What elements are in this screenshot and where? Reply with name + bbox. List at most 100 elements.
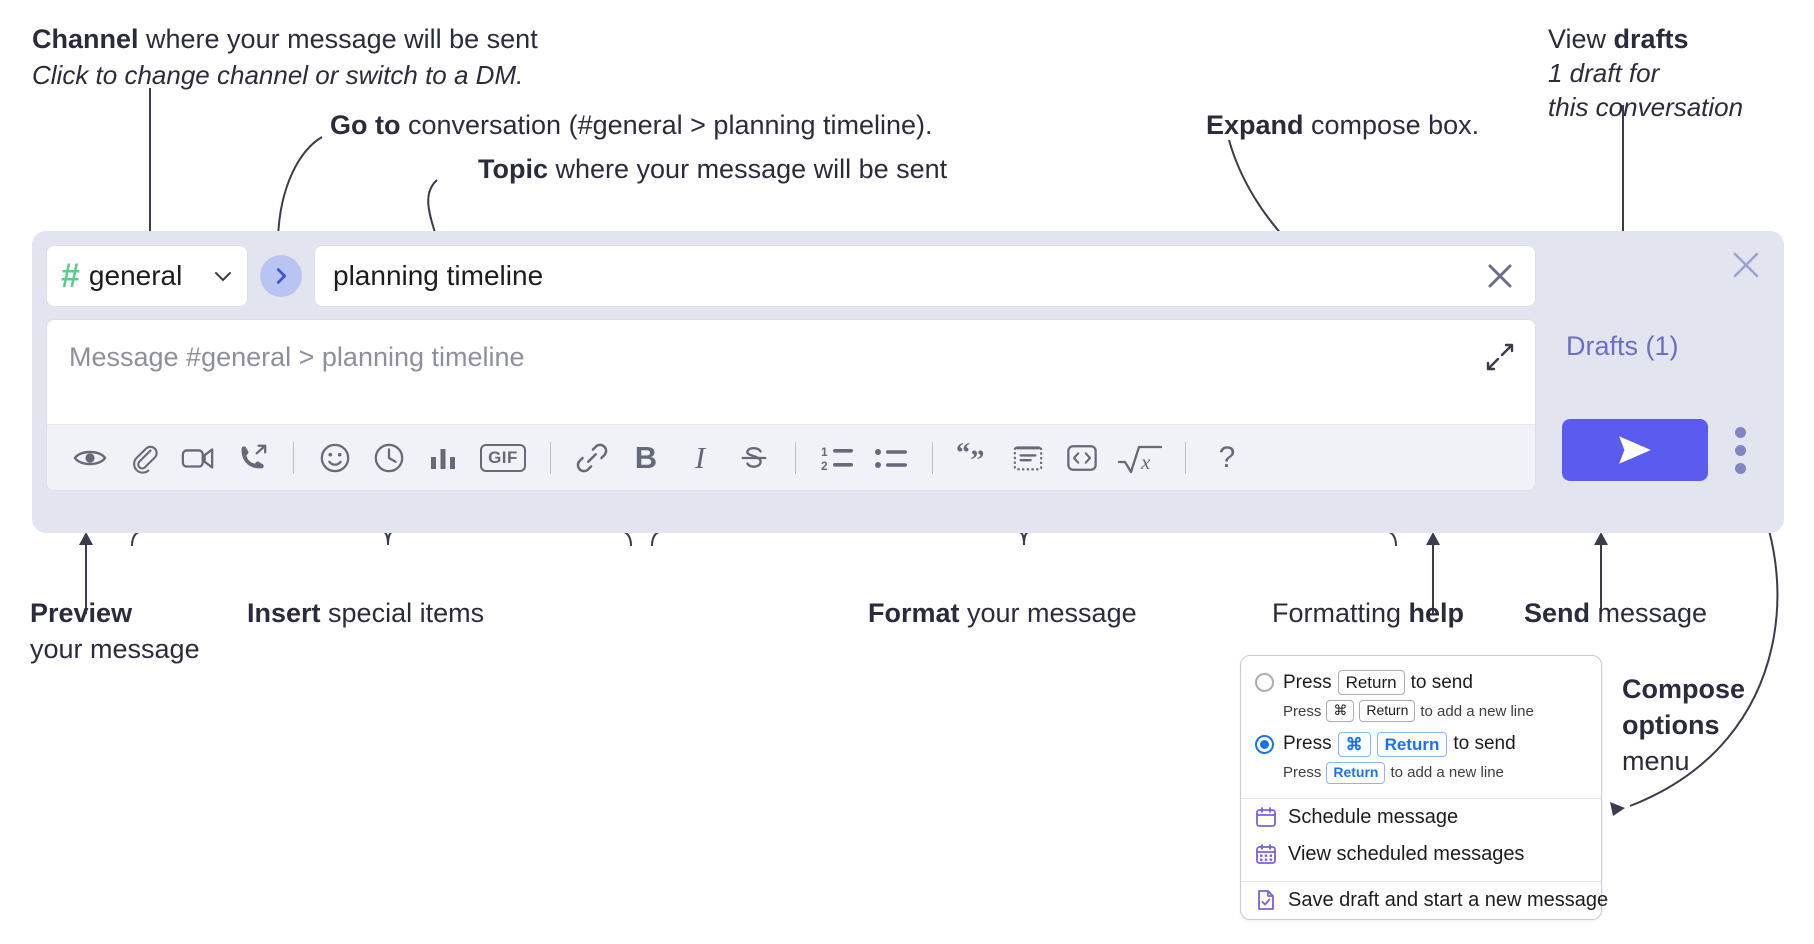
latex-icon[interactable]: x (1109, 431, 1171, 485)
option-sublabel: Press Return to add a new line (1283, 762, 1504, 784)
calendar-grid-icon (1255, 843, 1277, 865)
annotation-insert: Insert special items (247, 598, 485, 628)
ordered-list-icon[interactable]: 1 2 (810, 431, 864, 485)
link-icon[interactable] (565, 431, 619, 485)
annotation-help: Formatting help (1272, 598, 1465, 628)
menu-item-schedule-message[interactable]: Schedule message (1241, 799, 1601, 836)
expand-icon[interactable] (1485, 342, 1515, 372)
send-button[interactable] (1562, 419, 1708, 481)
key-command: ⌘ (1326, 700, 1355, 722)
toolbar-divider (932, 441, 933, 474)
topic-input[interactable]: planning timeline (314, 245, 1536, 307)
calendar-icon (1255, 806, 1277, 828)
svg-text:”: ” (970, 445, 984, 473)
menu-divider (1241, 880, 1601, 882)
bold-label: B (634, 439, 658, 475)
italic-icon[interactable]: I (673, 431, 727, 485)
bullet-list-icon[interactable] (864, 431, 918, 485)
compose-options-dropdown: Press Return to send Press ⌘ Return to a… (1240, 655, 1608, 920)
clear-topic-icon[interactable] (1483, 259, 1517, 293)
toolbar-divider (550, 441, 551, 474)
message-input[interactable]: Message #general > planning timeline (47, 320, 1535, 424)
code-block-icon[interactable] (1001, 431, 1055, 485)
preview-icon[interactable] (63, 431, 117, 485)
annotation-compose-options-3: menu (1622, 746, 1690, 776)
compose-header-row: # general planning timeline (46, 245, 1536, 307)
annotation-channel-sub: Click to change channel or switch to a D… (32, 60, 524, 90)
compose-panel: # general planning timeline (32, 231, 1784, 533)
svg-text:2: 2 (821, 459, 828, 473)
poll-icon[interactable] (416, 431, 470, 485)
annotation-drafts: View drafts (1548, 24, 1689, 54)
menu-item-save-draft[interactable]: Save draft and start a new message (1241, 882, 1608, 919)
hash-icon: # (61, 257, 80, 295)
key-return: Return (1326, 762, 1386, 784)
chevron-down-icon (213, 266, 233, 286)
radio-cmd-return-to-send[interactable] (1255, 734, 1274, 754)
video-icon[interactable] (171, 431, 225, 485)
option-label: Press Return to send (1283, 670, 1473, 696)
kebab-dot (1734, 444, 1746, 456)
attachment-icon[interactable] (117, 431, 171, 485)
blockquote-icon[interactable]: “ ” (947, 431, 1001, 485)
chevron-right-icon (276, 268, 287, 284)
toolbar-divider (293, 441, 294, 474)
inline-code-icon[interactable] (1055, 431, 1109, 485)
svg-text:1: 1 (821, 445, 828, 459)
key-return: Return (1376, 731, 1448, 757)
key-return: Return (1359, 700, 1416, 722)
channel-selector[interactable]: # general (46, 245, 248, 307)
send-icon (1619, 436, 1651, 464)
formatting-toolbar: GIF B I (47, 424, 1535, 490)
save-draft-icon (1255, 889, 1277, 911)
close-icon[interactable] (1730, 249, 1762, 281)
bold-icon[interactable]: B (619, 431, 673, 485)
gif-label: GIF (480, 443, 526, 472)
kebab-dot (1734, 462, 1746, 474)
clock-icon[interactable] (362, 431, 416, 485)
key-return: Return (1337, 670, 1405, 696)
annotation-goto: Go to conversation (#general > planning … (330, 110, 933, 140)
help-icon[interactable]: ? (1200, 431, 1254, 485)
compose-options-menu-button[interactable] (1728, 421, 1752, 479)
goto-conversation-button[interactable] (260, 255, 302, 297)
help-label: ? (1218, 440, 1236, 474)
annotation-send: Send message (1524, 598, 1708, 628)
compose-side-column: Drafts (1) (1552, 231, 1784, 533)
annotation-format: Format your message (868, 598, 1137, 628)
italic-label: I (694, 439, 706, 475)
channel-name: general (88, 260, 183, 291)
annotation-compose-options-1: Compose (1622, 674, 1746, 704)
send-option-row[interactable]: Press ⌘ Return to send Press Return to a… (1241, 728, 1601, 790)
annotation-drafts-sub2: this conversation (1548, 92, 1744, 122)
svg-text:x: x (1140, 450, 1151, 474)
annotation-preview-line2: your message (30, 634, 200, 664)
send-option-row[interactable]: Press Return to send Press ⌘ Return to a… (1241, 666, 1601, 728)
menu-divider (1241, 797, 1601, 799)
annotation-channel: Channel where your message will be sent (32, 24, 538, 54)
drafts-link[interactable]: Drafts (1) (1566, 331, 1679, 361)
radio-return-to-send[interactable] (1255, 673, 1274, 693)
option-sublabel: Press ⌘ Return to add a new line (1283, 700, 1534, 722)
message-placeholder: Message #general > planning timeline (69, 342, 525, 372)
toolbar-divider (795, 441, 796, 474)
key-command: ⌘ (1337, 731, 1371, 757)
annotation-compose-options-2: options (1622, 710, 1720, 740)
strikethrough-icon[interactable] (727, 431, 781, 485)
toolbar-divider (1185, 441, 1186, 474)
menu-item-label: Schedule message (1288, 805, 1459, 828)
annotation-drafts-sub1: 1 draft for (1548, 58, 1660, 88)
menu-item-view-scheduled[interactable]: View scheduled messages (1241, 836, 1601, 873)
annotation-topic: Topic where your message will be sent (478, 154, 948, 184)
kebab-dot (1734, 426, 1746, 438)
gif-icon[interactable]: GIF (470, 431, 536, 485)
compose-main-column: # general planning timeline (46, 245, 1536, 491)
annotation-preview: Preview (30, 598, 133, 628)
menu-item-label: View scheduled messages (1288, 842, 1525, 865)
audio-call-icon[interactable] (225, 431, 279, 485)
annotation-expand: Expand compose box. (1206, 110, 1480, 140)
topic-value: planning timeline (333, 260, 544, 291)
svg-text:“: “ (956, 443, 970, 469)
emoji-icon[interactable] (308, 431, 362, 485)
